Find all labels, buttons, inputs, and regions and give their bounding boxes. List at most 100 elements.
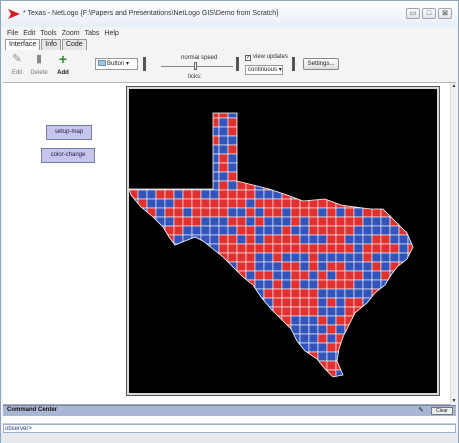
county-cell — [263, 270, 274, 281]
command-input[interactable] — [26, 425, 446, 432]
county-cell — [371, 279, 382, 290]
county-cell — [417, 280, 426, 289]
county-cell — [317, 279, 328, 290]
county-cell — [326, 270, 337, 281]
county-cell — [218, 243, 229, 254]
county-cell — [173, 369, 184, 377]
county-cell — [398, 153, 409, 164]
county-cell — [146, 342, 157, 353]
observer-prompt[interactable]: observer> — [5, 426, 32, 432]
clear-button[interactable]: Clear — [431, 407, 453, 415]
county-cell — [290, 270, 301, 281]
county-cell — [371, 117, 382, 128]
county-cell — [209, 234, 220, 245]
clear-icon[interactable]: ✎ — [418, 407, 424, 414]
county-cell — [164, 243, 175, 254]
toolbar-separator — [292, 57, 295, 71]
county-cell — [353, 243, 364, 254]
county-cell — [371, 342, 382, 353]
speed-slider-handle[interactable] — [194, 62, 197, 70]
tab-interface[interactable]: Interface — [5, 39, 41, 50]
menu-help[interactable]: Help — [104, 29, 119, 37]
county-cell — [318, 379, 327, 388]
county-cell — [254, 144, 265, 155]
close-button[interactable]: ⊠ — [438, 8, 452, 19]
tab-info[interactable]: Info — [41, 39, 61, 50]
county-cell — [209, 144, 220, 155]
county-cell — [236, 171, 247, 182]
county-cell — [263, 207, 274, 218]
county-cell — [173, 153, 184, 164]
county-cell — [137, 243, 148, 254]
county-cell — [326, 288, 337, 299]
county-cell — [182, 333, 193, 344]
county-cell — [155, 113, 166, 119]
county-cell — [417, 316, 426, 325]
county-cell — [129, 342, 139, 353]
speed-slider-track[interactable] — [161, 66, 233, 67]
county-cell — [236, 306, 247, 317]
county-cell — [407, 342, 413, 353]
county-cell — [263, 243, 274, 254]
county-cell — [227, 126, 238, 137]
county-cell — [173, 207, 184, 218]
scroll-up-icon[interactable]: ▲ — [451, 83, 457, 89]
county-cell — [281, 288, 292, 299]
county-cell — [209, 369, 220, 377]
county-cell — [344, 189, 355, 200]
county-cell — [129, 153, 139, 164]
widget-type-dropdown[interactable]: Button ▾ — [95, 58, 138, 70]
menu-tabs[interactable]: Tabs — [84, 29, 100, 37]
county-cell — [245, 342, 256, 353]
county-cell — [308, 207, 319, 218]
minimize-button[interactable]: ▭ — [406, 8, 420, 19]
county-cell — [380, 288, 391, 299]
interface-scrollbar[interactable]: ▲ ▼ — [450, 83, 456, 405]
menu-file[interactable]: File — [7, 29, 19, 37]
menu-tools[interactable]: Tools — [40, 29, 57, 37]
county-cell — [344, 333, 355, 344]
county-cell — [200, 153, 211, 164]
update-mode-dropdown[interactable]: continuous ▾ — [245, 65, 283, 75]
county-cell — [272, 279, 283, 290]
world-view[interactable] — [129, 89, 437, 393]
color-change-button[interactable]: color-change — [41, 148, 95, 163]
delete-tool[interactable]: ▮ Delete — [29, 52, 49, 76]
county-cell — [137, 315, 148, 326]
edit-tool[interactable]: ✎ Edit — [7, 52, 27, 76]
scroll-down-icon[interactable]: ▼ — [451, 398, 457, 404]
county-cell — [254, 113, 265, 119]
county-cell — [236, 288, 247, 299]
county-cell — [389, 243, 400, 254]
county-cell — [272, 113, 283, 119]
menu-zoom[interactable]: Zoom — [61, 29, 80, 37]
county-cell — [299, 162, 310, 173]
maximize-button[interactable]: □ — [422, 8, 436, 19]
county-cell — [362, 171, 373, 182]
county-cell — [380, 189, 391, 200]
county-cell — [236, 315, 247, 326]
county-cell — [164, 162, 175, 173]
county-cell — [209, 126, 220, 137]
county-cell — [236, 333, 247, 344]
tab-code[interactable]: Code — [61, 39, 87, 50]
county-cell — [191, 171, 202, 182]
county-cell — [299, 360, 310, 371]
county-cell — [290, 189, 301, 200]
county-cell — [344, 234, 355, 245]
county-cell — [281, 270, 292, 281]
county-cell — [344, 126, 355, 137]
county-cell — [129, 234, 139, 245]
county-cell — [380, 252, 391, 263]
menu-edit[interactable]: Edit — [23, 29, 36, 37]
county-cell — [173, 117, 184, 128]
setup-map-button[interactable]: setup-map — [46, 125, 92, 140]
view-updates-checkbox[interactable]: ✓ — [245, 55, 252, 61]
county-cell — [353, 216, 364, 227]
add-tool[interactable]: + Add — [53, 52, 73, 76]
county-cell — [164, 207, 175, 218]
county-cell — [398, 333, 409, 344]
widget-type-value: Button — [107, 61, 125, 67]
county-cell — [200, 252, 211, 263]
settings-button[interactable]: Settings... — [303, 58, 339, 70]
